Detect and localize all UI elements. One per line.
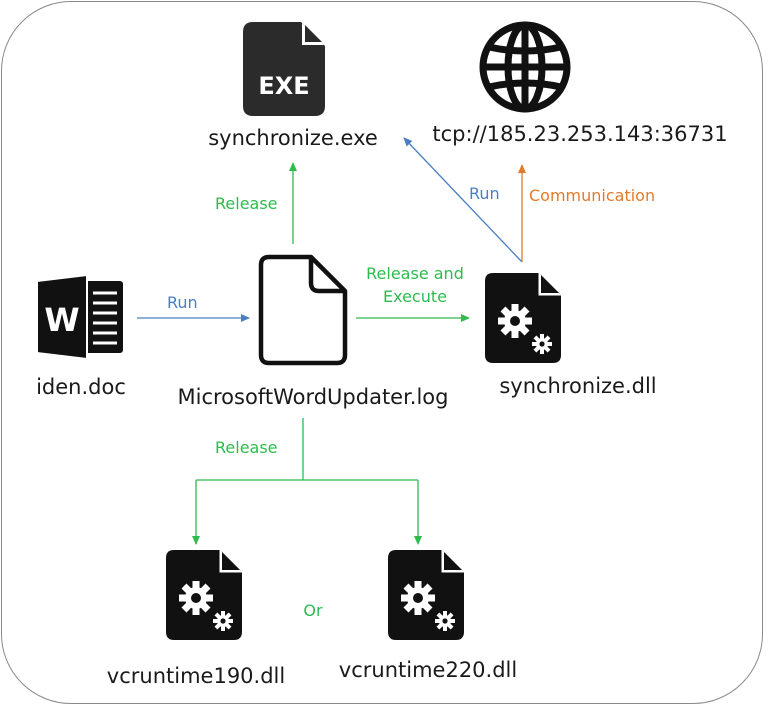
- word-document-icon: W: [36, 273, 123, 361]
- node-iden-doc: W iden.doc: [36, 273, 126, 399]
- node-label-synchronize-dll: synchronize.dll: [499, 374, 656, 398]
- edge-label-release-execute-2: Execute: [383, 287, 447, 306]
- node-vcruntime190-dll: vcruntime190.dll: [107, 549, 285, 688]
- node-label-log: MicrosoftWordUpdater.log: [178, 385, 449, 409]
- node-network: tcp://185.23.253.143:36731: [432, 21, 728, 146]
- edge-label-run-dll: Run: [469, 184, 500, 203]
- gear-file-icon: [165, 549, 243, 641]
- exe-file-icon: EXE: [243, 22, 325, 116]
- node-vcruntime220-dll: vcruntime220.dll: [339, 549, 517, 682]
- edge-label-communication: Communication: [529, 186, 655, 205]
- node-synchronize-dll: synchronize.dll: [484, 272, 657, 398]
- gear-file-icon: [387, 549, 465, 641]
- edge-label-release-exe: Release: [215, 194, 278, 213]
- edge-label-or: Or: [303, 601, 323, 620]
- node-label-vcruntime190: vcruntime190.dll: [107, 664, 285, 688]
- gear-file-icon: [484, 272, 562, 364]
- blank-file-icon: [258, 254, 348, 366]
- edge-log-to-vcruntime: [192, 418, 422, 545]
- node-label-synchronize-exe: synchronize.exe: [208, 126, 378, 150]
- node-label-vcruntime220: vcruntime220.dll: [339, 658, 517, 682]
- node-microsoftwordupdater-log: MicrosoftWordUpdater.log: [178, 254, 449, 409]
- node-synchronize-exe: EXE synchronize.exe: [208, 22, 378, 150]
- edge-label-release-vcruntime: Release: [215, 438, 278, 457]
- edge-label-release-execute-1: Release and: [366, 264, 464, 283]
- exe-icon-text: EXE: [258, 72, 309, 100]
- word-icon-letter: W: [44, 301, 79, 339]
- edge-label-run-doc: Run: [167, 293, 198, 312]
- node-label-network: tcp://185.23.253.143:36731: [432, 122, 727, 146]
- node-label-iden-doc: iden.doc: [36, 375, 126, 399]
- edge-dll-to-exe: [403, 137, 523, 263]
- globe-icon: [479, 21, 571, 113]
